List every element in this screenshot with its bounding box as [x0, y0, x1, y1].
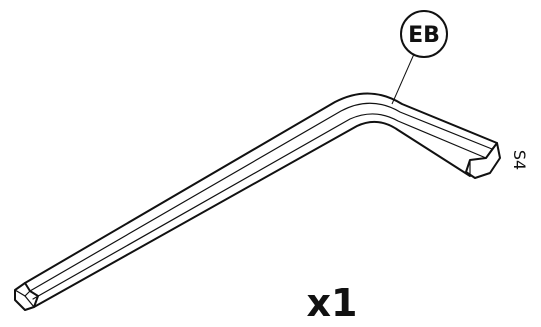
hex-allen-key-icon	[14, 92, 501, 311]
quantity-label: x1	[307, 281, 358, 325]
callout-circle	[400, 10, 448, 58]
part-callout: EB	[391, 10, 448, 105]
part-code-label: EB	[408, 23, 440, 48]
size-label: S4	[510, 150, 529, 170]
callout-leader-line	[391, 53, 415, 105]
